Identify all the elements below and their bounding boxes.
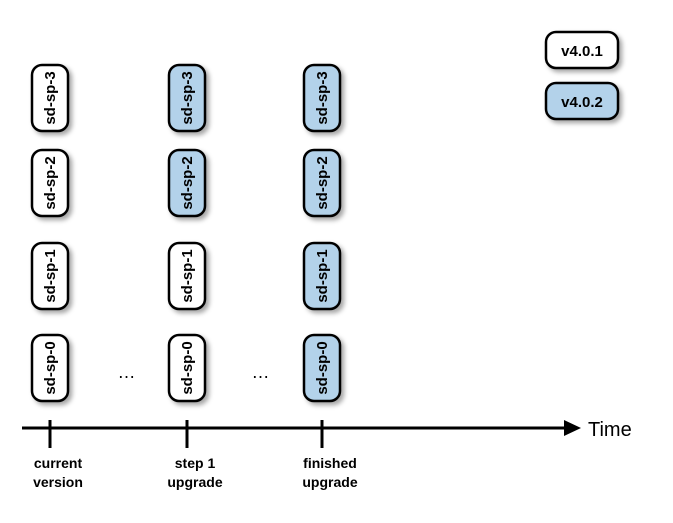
pod-box-stage0-sd-sp-2: sd-sp-2: [30, 148, 70, 218]
pod-label: sd-sp-3: [314, 71, 331, 124]
pod-rect: [302, 148, 342, 218]
stage-label-1: step 1 upgrade: [167, 455, 222, 490]
pod-label: sd-sp-3: [179, 71, 196, 124]
pod-rect: [167, 241, 207, 311]
pod-rect: [167, 333, 207, 403]
stage-markers: current version step 1 upgrade finished upgra…: [33, 420, 358, 490]
stage-label-line: step 1: [175, 455, 216, 471]
pod-rect: [30, 333, 70, 403]
pod-box-stage1-sd-sp-3: sd-sp-3: [167, 63, 207, 133]
pods-grid: sd-sp-0 sd-sp-1 sd-sp-2 sd-sp-3 sd-sp-0 sd-sp…: [30, 63, 342, 403]
pod-label: sd-sp-2: [179, 156, 196, 209]
time-axis: Time: [22, 419, 632, 441]
legend-swatch-v402: [544, 81, 620, 121]
legend-swatch-v401: [544, 30, 620, 70]
stage-label-0: current version: [33, 455, 83, 490]
pod-rect: [302, 241, 342, 311]
pod-rect: [30, 148, 70, 218]
time-axis-arrowhead: [564, 420, 581, 436]
stage-label-line: upgrade: [302, 474, 357, 490]
ellipsis-gap-2: …: [252, 362, 273, 382]
pod-rect: [167, 148, 207, 218]
pod-rect: [302, 333, 342, 403]
pod-box-stage1-sd-sp-2: sd-sp-2: [167, 148, 207, 218]
pod-label: sd-sp-1: [42, 249, 59, 302]
pod-rect: [30, 241, 70, 311]
pod-box-stage2-sd-sp-2: sd-sp-2: [302, 148, 342, 218]
pod-rect: [30, 63, 70, 133]
ellipsis-gap-1: …: [118, 362, 139, 382]
stage-label-line: current: [34, 455, 83, 471]
stage-label-2: finished upgrade: [302, 455, 357, 490]
pod-box-stage1-sd-sp-0: sd-sp-0: [167, 333, 207, 403]
legend-item-v401: v4.0.1: [544, 30, 620, 70]
legend: v4.0.1 v4.0.2: [544, 30, 620, 121]
legend-item-v402: v4.0.2: [544, 81, 620, 121]
pod-box-stage2-sd-sp-1: sd-sp-1: [302, 241, 342, 311]
time-axis-label: Time: [588, 419, 632, 441]
pod-rect: [167, 63, 207, 133]
pod-label: sd-sp-2: [314, 156, 331, 209]
stage-label-line: finished: [303, 455, 357, 471]
pod-label: sd-sp-0: [42, 341, 59, 394]
legend-label-v401: v4.0.1: [561, 43, 603, 60]
pod-box-stage0-sd-sp-1: sd-sp-1: [30, 241, 70, 311]
pod-label: sd-sp-3: [42, 71, 59, 124]
pod-box-stage2-sd-sp-0: sd-sp-0: [302, 333, 342, 403]
pod-label: sd-sp-0: [314, 341, 331, 394]
pod-box-stage0-sd-sp-3: sd-sp-3: [30, 63, 70, 133]
pod-label: sd-sp-2: [42, 156, 59, 209]
stage-label-line: upgrade: [167, 474, 222, 490]
pod-box-stage1-sd-sp-1: sd-sp-1: [167, 241, 207, 311]
pod-box-stage0-sd-sp-0: sd-sp-0: [30, 333, 70, 403]
legend-label-v402: v4.0.2: [561, 94, 603, 111]
pod-label: sd-sp-1: [314, 249, 331, 302]
stage-label-line: version: [33, 474, 83, 490]
pod-rect: [302, 63, 342, 133]
pod-label: sd-sp-0: [179, 341, 196, 394]
pod-label: sd-sp-1: [179, 249, 196, 302]
pod-box-stage2-sd-sp-3: sd-sp-3: [302, 63, 342, 133]
